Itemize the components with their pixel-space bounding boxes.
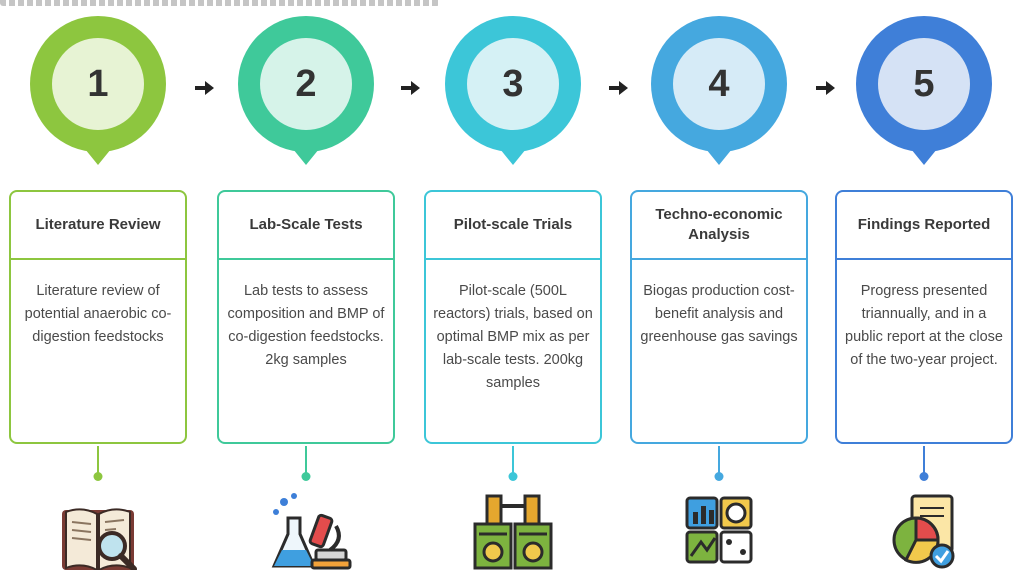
step-2: 2 Lab-Scale Tests Lab tests to assess co…: [211, 0, 401, 570]
arrow-right-icon: [399, 78, 423, 98]
report-pie-chart-icon: [876, 490, 972, 570]
step-4: 4 Techno-economic Analysis Biogas produc…: [624, 0, 814, 570]
step-title: Techno-economic Analysis: [632, 192, 806, 260]
biogas-plant-icon: [465, 490, 561, 570]
step-title: Pilot-scale Trials: [426, 192, 600, 260]
connector-line: [512, 446, 514, 474]
lab-flask-microscope-icon: [258, 490, 354, 570]
arrow-right-icon: [193, 78, 217, 98]
step-description: Progress presented triannually, and in a…: [845, 283, 1003, 368]
step-number: 3: [467, 38, 559, 130]
step-4-card: Techno-economic Analysis Biogas producti…: [630, 190, 808, 444]
step-3-badge: 3: [445, 16, 581, 166]
step-1-badge: 1: [30, 16, 166, 166]
step-5-badge: 5: [856, 16, 992, 166]
step-title: Literature Review: [11, 192, 185, 260]
step-title: Lab-Scale Tests: [219, 192, 393, 260]
step-number: 5: [878, 38, 970, 130]
step-description: Literature review of potential anaerobic…: [24, 283, 172, 345]
connector-dot: [93, 472, 103, 481]
connector-dot: [919, 472, 929, 481]
book-magnifier-icon: [50, 490, 146, 572]
step-2-badge: 2: [238, 16, 374, 166]
step-5-card: Findings Reported Progress presented tri…: [835, 190, 1013, 444]
connector-line: [923, 446, 925, 474]
step-4-badge: 4: [651, 16, 787, 166]
step-description: Lab tests to assess composition and BMP …: [227, 283, 385, 368]
cropped-top-text: [0, 0, 440, 6]
step-1-card: Literature Review Literature review of p…: [9, 190, 187, 444]
step-3: 3 Pilot-scale Trials Pilot-scale (500L r…: [418, 0, 608, 570]
step-title: Findings Reported: [837, 192, 1011, 260]
connector-line: [97, 446, 99, 474]
connector-line: [305, 446, 307, 474]
connector-dot: [714, 472, 724, 481]
connector-line: [718, 446, 720, 474]
connector-dot: [301, 472, 311, 481]
arrow-right-icon: [607, 78, 631, 98]
step-description: Pilot-scale (500L reactors) trials, base…: [433, 283, 593, 391]
step-number: 2: [260, 38, 352, 130]
step-1: 1 Literature Review Literature review of…: [3, 0, 193, 572]
step-3-card: Pilot-scale Trials Pilot-scale (500L rea…: [424, 190, 602, 444]
step-number: 4: [673, 38, 765, 130]
connector-dot: [508, 472, 518, 481]
step-number: 1: [52, 38, 144, 130]
economics-chart-icon: [671, 490, 767, 570]
step-2-card: Lab-Scale Tests Lab tests to assess comp…: [217, 190, 395, 444]
step-description: Biogas production cost-benefit analysis …: [640, 283, 798, 345]
step-5: 5 Findings Reported Progress presented t…: [829, 0, 1014, 570]
arrow-right-icon: [814, 78, 838, 98]
